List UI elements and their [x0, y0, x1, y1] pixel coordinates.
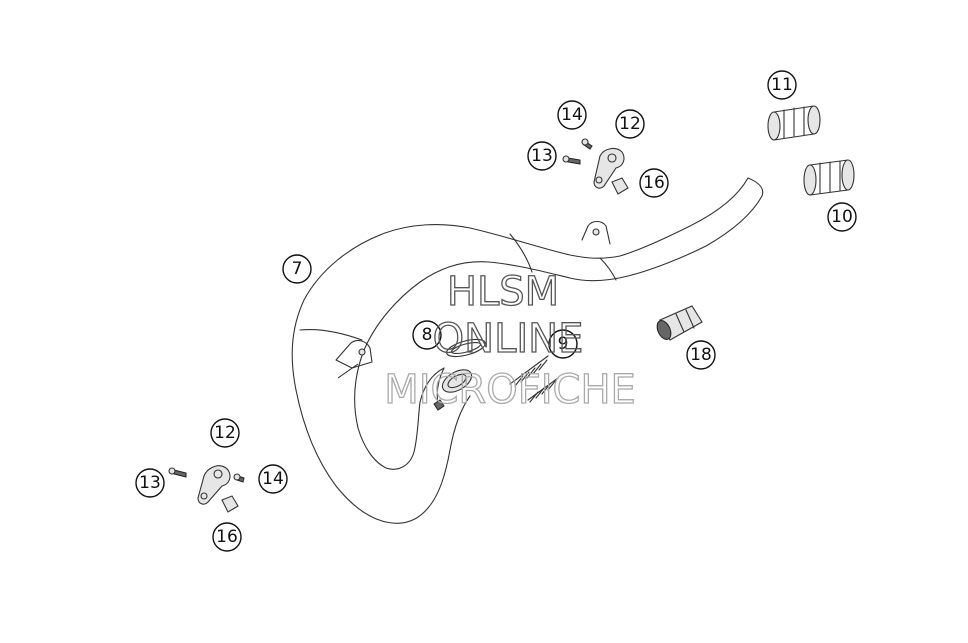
callout-9: 9	[548, 329, 578, 359]
callout-7-label: 7	[292, 259, 303, 279]
callout-13-lower-label: 13	[139, 473, 161, 493]
callout-8-label: 8	[422, 325, 433, 345]
callout-16-upper-label: 16	[643, 173, 665, 193]
sleeve-11	[767, 105, 821, 141]
watermark-line-1: HLSM	[447, 269, 559, 315]
exhaust-pipe	[291, 177, 764, 524]
lower-clamp-group	[168, 465, 245, 513]
callout-11-label: 11	[771, 75, 793, 95]
callout-9-label: 9	[558, 334, 569, 354]
watermark-line-2: ONLINE	[433, 316, 584, 362]
upper-clamp-group	[562, 138, 629, 195]
o-ring-8	[446, 338, 486, 358]
callout-12-upper: 12	[615, 109, 645, 139]
callout-12-lower: 12	[210, 418, 240, 448]
callout-16-lower-label: 16	[216, 527, 238, 547]
callout-10: 10	[827, 202, 857, 232]
callout-14-lower-label: 14	[262, 469, 284, 489]
callout-12-upper-label: 12	[619, 114, 641, 134]
callout-13-upper: 13	[527, 141, 557, 171]
callout-18-label: 18	[690, 345, 712, 365]
callout-14-upper: 14	[557, 100, 587, 130]
callout-13-lower: 13	[135, 468, 165, 498]
callout-11: 11	[767, 70, 797, 100]
watermark-line-3: MICROFICHE	[384, 367, 636, 413]
callout-18: 18	[686, 340, 716, 370]
callout-14-upper-label: 14	[561, 105, 583, 125]
callout-12-lower-label: 12	[214, 423, 236, 443]
callout-10-label: 10	[831, 207, 853, 227]
callout-8: 8	[412, 320, 442, 350]
spring-9	[509, 355, 559, 403]
sleeve-10	[803, 159, 855, 196]
callout-14-lower: 14	[258, 464, 288, 494]
watermark: HLSM ONLINE MICROFICHE	[384, 268, 637, 413]
callout-16-upper: 16	[639, 168, 669, 198]
damper-18	[656, 305, 703, 341]
callout-16-lower: 16	[212, 522, 242, 552]
callout-7: 7	[282, 254, 312, 284]
callout-13-upper-label: 13	[531, 146, 553, 166]
